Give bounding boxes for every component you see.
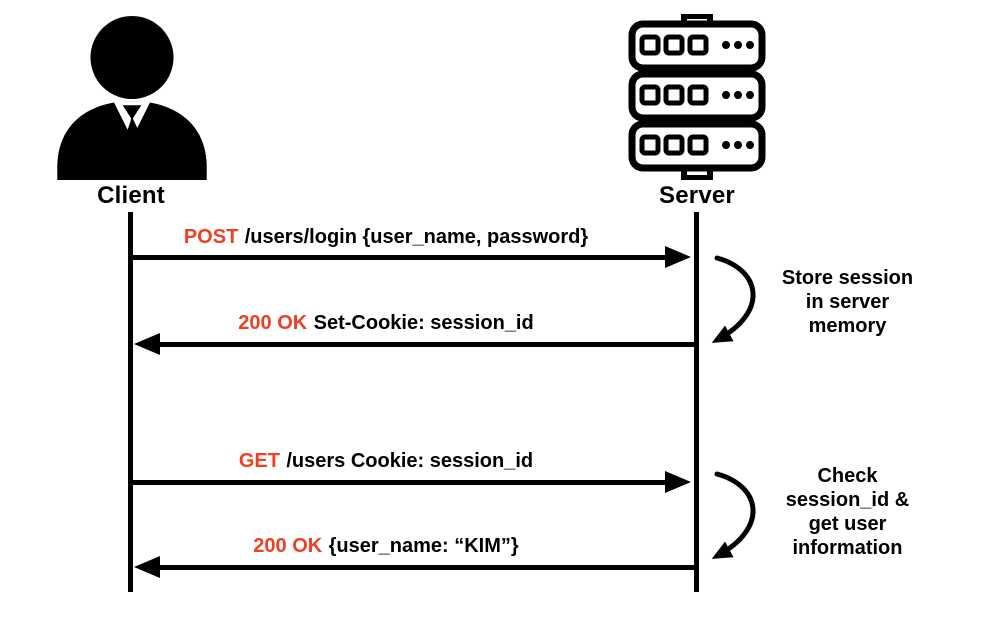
arrow-line bbox=[158, 342, 695, 347]
message-text: Set-Cookie: session_id bbox=[313, 312, 534, 334]
arrowhead-left-icon bbox=[134, 333, 160, 355]
arrow-line bbox=[131, 480, 667, 485]
person-icon bbox=[57, 16, 207, 180]
self-loop-arrow-icon bbox=[711, 471, 756, 559]
client-lifeline bbox=[128, 212, 133, 592]
self-loop-arrow-icon bbox=[711, 255, 756, 343]
message-text: /users Cookie: session_id bbox=[286, 450, 534, 472]
http-status: 200 OK bbox=[238, 312, 308, 334]
annotation-check-session: Check session_id & get user information bbox=[785, 465, 910, 559]
message-text: {user_name: “KIM”} bbox=[328, 535, 519, 557]
arrowhead-right-icon bbox=[665, 246, 691, 268]
http-method: GET bbox=[238, 450, 280, 472]
server-rack-icon bbox=[628, 14, 766, 180]
http-status: 200 OK bbox=[253, 535, 323, 557]
arrow-line bbox=[131, 255, 667, 260]
client-label: Client bbox=[97, 182, 165, 209]
arrowhead-left-icon bbox=[134, 556, 160, 578]
message-text: /users/login {user_name, password} bbox=[244, 226, 589, 248]
message-label: POST/users/login {user_name, password} bbox=[131, 226, 641, 249]
arrowhead-right-icon bbox=[665, 471, 691, 493]
http-method: POST bbox=[183, 226, 239, 248]
server-label: Server bbox=[659, 182, 735, 209]
message-label: 200 OK{user_name: “KIM”} bbox=[131, 535, 641, 558]
annotation-store-session: Store session in server memory bbox=[781, 267, 914, 337]
arrow-line bbox=[158, 565, 695, 570]
server-lifeline bbox=[694, 212, 699, 592]
message-label: GET/users Cookie: session_id bbox=[131, 450, 641, 473]
